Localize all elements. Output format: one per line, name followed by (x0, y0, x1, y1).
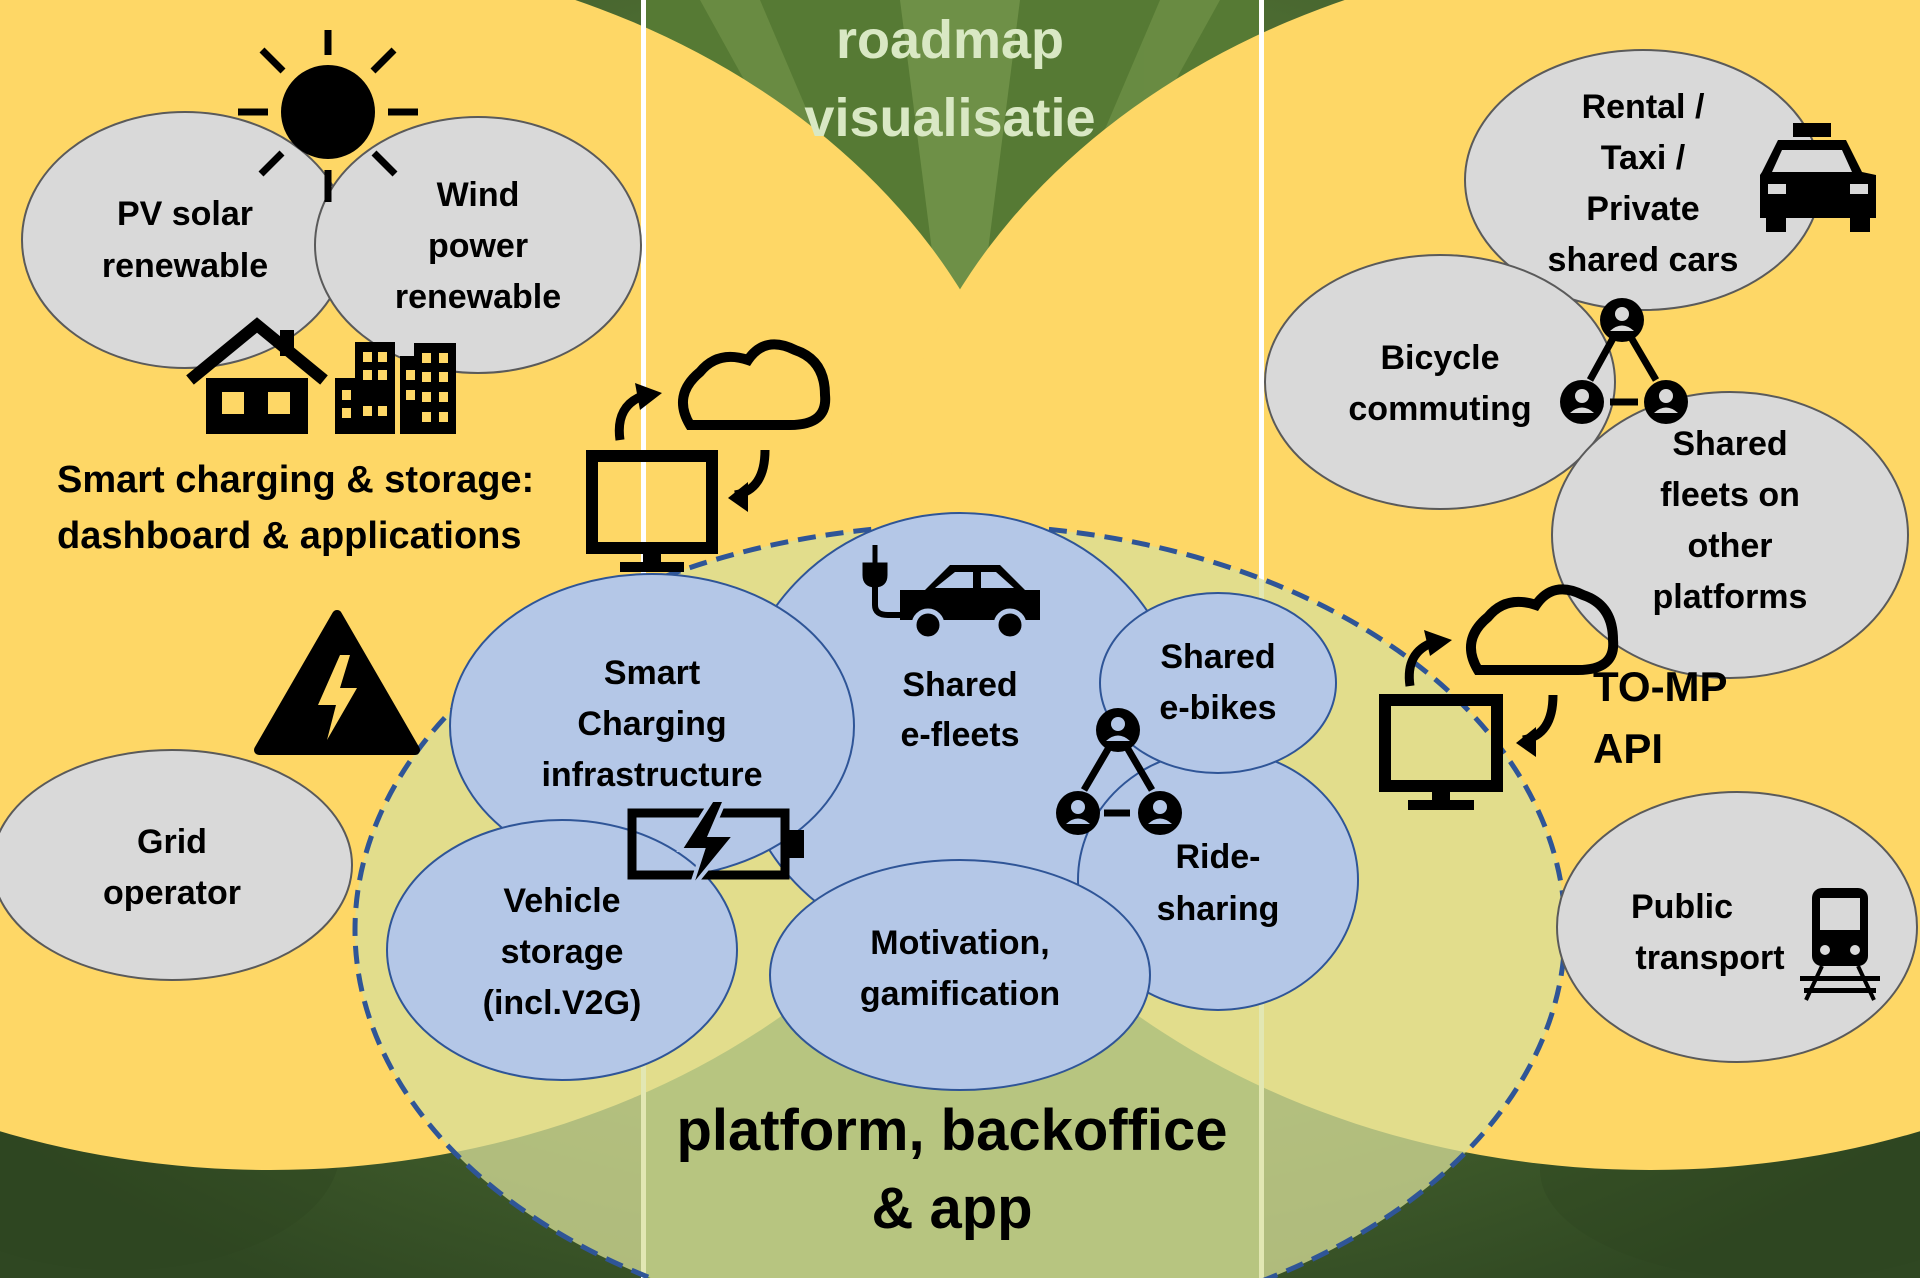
rental-line2: Taxi / (1601, 139, 1686, 177)
title-line1: roadmap (836, 10, 1064, 70)
wind-power-bubble (314, 116, 642, 374)
buildings-icon (335, 342, 456, 434)
rental-line4: shared cars (1548, 241, 1739, 279)
smart-charging-storage-line1: Smart charging & storage: (57, 459, 534, 501)
motivation-line2: gamification (860, 975, 1060, 1013)
tomp-line1: TO-MP (1593, 663, 1728, 710)
efleets-line1: Shared (902, 666, 1017, 704)
bicycle-commuting-bubble (1264, 254, 1616, 510)
efleets-line2: e-fleets (900, 716, 1019, 754)
pv-solar-line1: PV solar (117, 195, 253, 233)
rental-line3: Private (1586, 190, 1699, 228)
wind-line2: power (428, 227, 528, 265)
platform-line1: platform, backoffice (676, 1098, 1227, 1163)
title-line2: visualisatie (804, 88, 1095, 148)
ridesharing-line2: sharing (1157, 890, 1280, 928)
shared-ebikes-bubble (1099, 592, 1337, 774)
smart-charging-line3: infrastructure (541, 756, 762, 794)
sync-cloud-monitor-icon (586, 339, 831, 572)
ebikes-line2: e-bikes (1159, 689, 1276, 727)
high-voltage-warning-icon (254, 610, 420, 755)
train-icon (1800, 888, 1880, 1001)
shared-fleets-line4: platforms (1653, 578, 1808, 616)
taxi-icon (1760, 123, 1876, 232)
motivation-line1: Motivation, (870, 924, 1049, 962)
pv-solar-bubble (21, 111, 349, 369)
motivation-bubble (769, 859, 1151, 1091)
shared-fleets-line3: other (1688, 527, 1773, 565)
network-people-icon (1056, 708, 1182, 835)
ebikes-line1: Shared (1160, 638, 1275, 676)
network-people-icon-right (1560, 298, 1688, 424)
public-transport-line1: Public (1631, 888, 1733, 926)
shared-fleets-line2: fleets on (1660, 476, 1800, 514)
vehicle-storage-line3: (incl.V2G) (483, 984, 642, 1022)
bicycle-line2: commuting (1348, 390, 1531, 428)
grid-line1: Grid (137, 823, 207, 861)
vehicle-storage-line2: storage (501, 933, 624, 971)
grid-operator-bubble (0, 749, 353, 981)
shared-fleets-line1: Shared (1672, 425, 1787, 463)
public-transport-bubble (1556, 791, 1918, 1063)
smart-charging-line1: Smart (604, 654, 700, 692)
pv-solar-line2: renewable (102, 247, 268, 285)
shared-fleets-other-bubble (1551, 391, 1909, 679)
vehicle-storage-bubble (386, 819, 738, 1081)
bicycle-line1: Bicycle (1380, 339, 1499, 377)
battery-charging-icon (627, 798, 804, 892)
public-transport-line2: transport (1635, 939, 1784, 977)
electric-car-icon (862, 545, 1040, 642)
vehicle-storage-line1: Vehicle (503, 882, 620, 920)
sun-icon (238, 30, 418, 202)
ridesharing-line1: Ride- (1176, 838, 1261, 876)
platform-line2: & app (871, 1176, 1032, 1241)
sync-cloud-monitor-icon-right (1379, 584, 1619, 810)
house-icon (186, 317, 328, 434)
smart-charging-storage-line2: dashboard & applications (57, 515, 522, 557)
wind-line3: renewable (395, 278, 561, 316)
wind-line1: Wind (437, 176, 520, 214)
grid-line2: operator (103, 874, 241, 912)
rental-line1: Rental / (1582, 88, 1705, 126)
smart-charging-line2: Charging (577, 705, 726, 743)
tomp-line2: API (1593, 725, 1663, 772)
